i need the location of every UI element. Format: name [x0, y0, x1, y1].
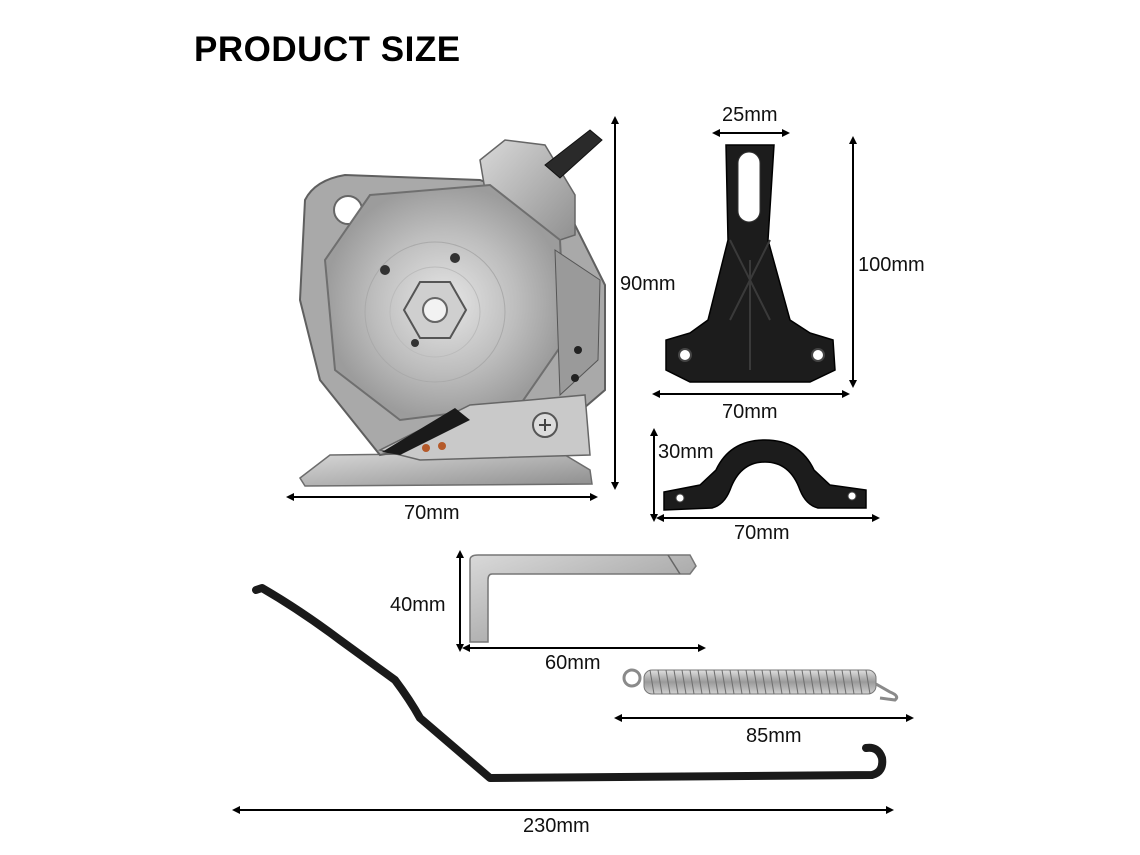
clamp-width-label: 70mm: [734, 522, 790, 544]
clamp-height-label: 30mm: [658, 441, 714, 463]
cutter-width-label: 70mm: [404, 502, 460, 524]
mounting-bracket-image: [665, 144, 836, 383]
pedal-rod-image: [252, 584, 887, 782]
cutter-height-label: 90mm: [620, 273, 676, 295]
cutter-head-image: [298, 129, 606, 487]
bracket-base-width-label: 70mm: [722, 401, 778, 423]
spring-length-label: 85mm: [746, 725, 802, 747]
wrench-width-label: 60mm: [545, 652, 601, 674]
bracket-top-width-label: 25mm: [722, 104, 778, 126]
allen-wrench-image: [469, 554, 697, 643]
spring-image: [622, 668, 899, 702]
bracket-height-label: 100mm: [858, 254, 925, 276]
page-title: PRODUCT SIZE: [194, 30, 461, 69]
pipe-clamp-image: [663, 439, 867, 511]
wrench-height-label: 40mm: [390, 594, 446, 616]
rod-length-label: 230mm: [523, 815, 590, 837]
